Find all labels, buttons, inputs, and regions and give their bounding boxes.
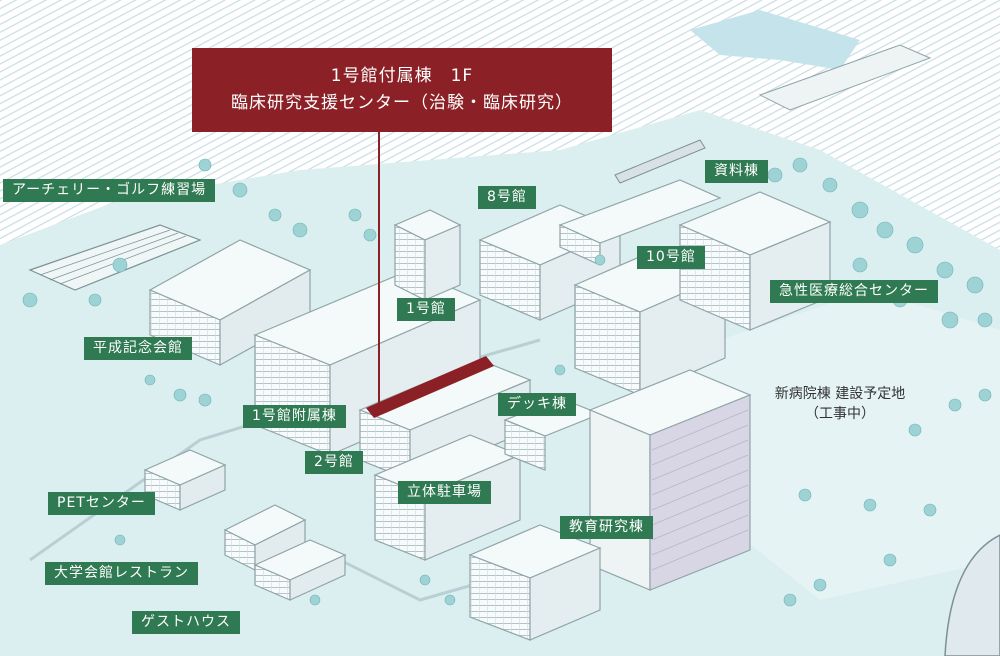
- river: [690, 10, 860, 70]
- label-emergency-center: 急性医療総合センター: [770, 280, 938, 303]
- trees: [22, 157, 993, 607]
- label-pet-center: PETセンター: [48, 492, 155, 515]
- emergency-center-building: [678, 191, 832, 331]
- label-guesthouse: ゲストハウス: [132, 611, 240, 634]
- education-building: [588, 369, 752, 591]
- label-building-1: 1号館: [397, 298, 455, 321]
- new-hospital-status: （工事中）: [805, 406, 875, 422]
- callout-subtitle: 臨床研究支援センター（治験・臨床研究）: [231, 93, 573, 113]
- new-hospital-site-label: 新病院棟 建設予定地 （工事中）: [760, 384, 920, 424]
- label-building-10: 10号館: [637, 246, 705, 269]
- new-hospital-title: 新病院棟 建設予定地: [774, 386, 906, 402]
- label-deck-building: デッキ棟: [498, 393, 576, 416]
- location-callout: 1号館付属棟 1F 臨床研究支援センター（治験・臨床研究）: [192, 48, 612, 132]
- label-parking: 立体駐車場: [398, 481, 491, 504]
- parking-building: [373, 434, 522, 561]
- heisei-hall-building: [148, 239, 312, 367]
- guesthouse-building: [253, 539, 347, 601]
- label-education-building: 教育研究棟: [560, 516, 653, 539]
- label-heisei-hall: 平成記念会館: [84, 337, 192, 360]
- archery-range: [28, 224, 202, 291]
- label-restaurant: 大学会館レストラン: [45, 562, 198, 585]
- lab-block: [468, 524, 602, 641]
- restaurant-building: [223, 504, 307, 571]
- annex-highlight: [366, 356, 494, 418]
- train: [614, 139, 706, 184]
- railway: [758, 44, 932, 111]
- archives-building: [558, 179, 722, 266]
- label-archery-range: アーチェリー・ゴルフ練習場: [3, 179, 216, 202]
- label-building-8: 8号館: [478, 186, 536, 209]
- label-building-1-annex: 1号館附属棟: [243, 405, 346, 428]
- label-archives: 資料棟: [705, 160, 768, 183]
- pet-center-building: [143, 449, 227, 511]
- label-building-2: 2号館: [305, 451, 363, 474]
- open-lawn: [690, 290, 1000, 600]
- callout-title: 1号館付属棟 1F: [330, 66, 474, 86]
